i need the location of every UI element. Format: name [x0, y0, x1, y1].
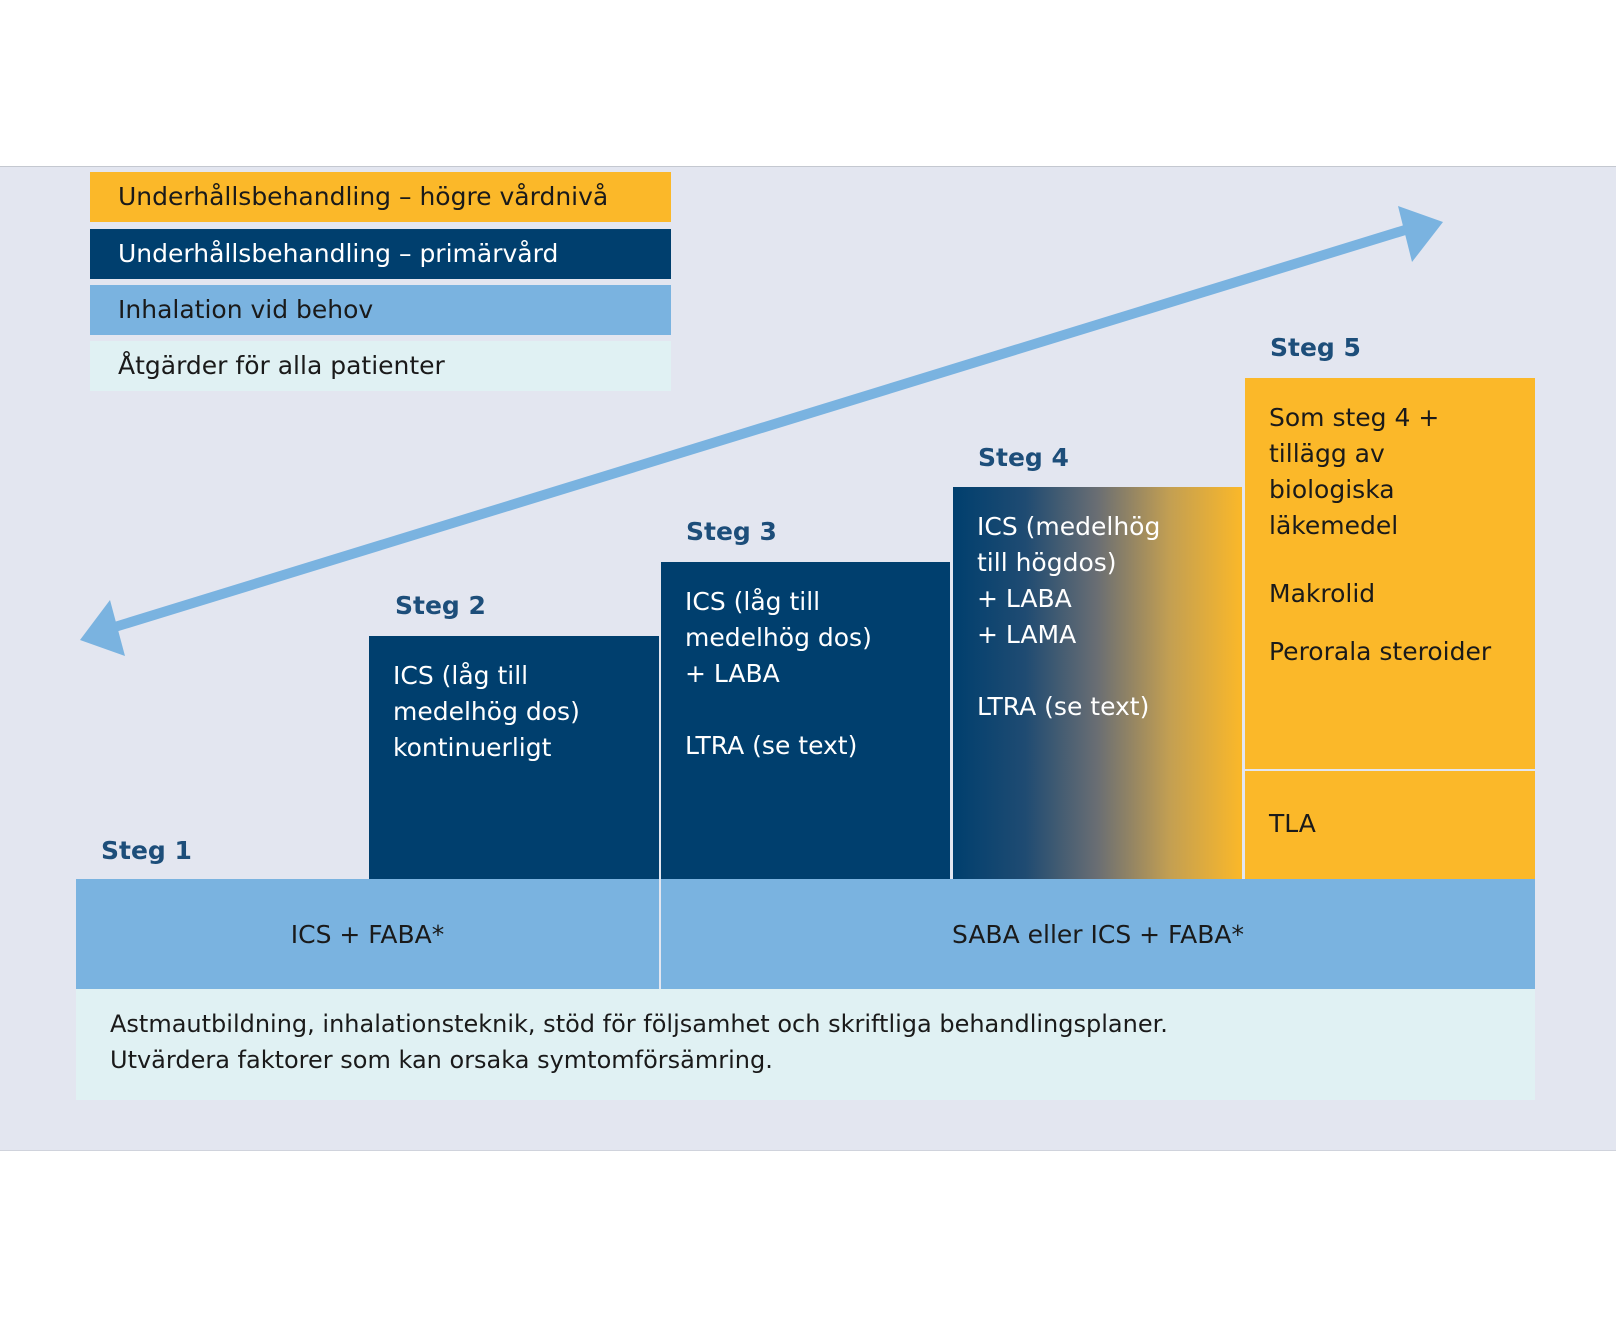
step-3-box: ICS (låg till medelhög dos) + LABA LTRA … — [661, 562, 950, 879]
legend-primary-care: Underhållsbehandling – primärvård — [90, 229, 671, 279]
step-2-box: ICS (låg till medelhög dos) kontinuerlig… — [369, 636, 659, 879]
reliever-right: SABA eller ICS + FABA* — [661, 879, 1535, 989]
step-5-steroids: Perorala steroider — [1269, 637, 1492, 666]
step-3-label: Steg 3 — [686, 517, 777, 546]
step-1-label: Steg 1 — [101, 836, 192, 865]
step-5-tla: TLA — [1245, 771, 1535, 879]
legend-inhalation: Inhalation vid behov — [90, 285, 671, 335]
step-5-text: Som steg 4 + tillägg av biologiska läkem… — [1269, 403, 1440, 540]
footer-box: Astmautbildning, inhalationsteknik, stöd… — [76, 989, 1535, 1100]
step-5-makrolid: Makrolid — [1269, 579, 1376, 608]
legend-all-patients: Åtgärder för alla patienter — [90, 341, 671, 391]
step-4-label: Steg 4 — [978, 443, 1069, 472]
footer-line-2: Utvärdera faktorer som kan orsaka symtom… — [110, 1046, 773, 1074]
footer-line-1: Astmautbildning, inhalationsteknik, stöd… — [110, 1010, 1168, 1038]
step-4-box: ICS (medelhög till högdos) + LABA + LAMA… — [953, 487, 1242, 879]
reliever-left: ICS + FABA* — [76, 879, 659, 989]
step-5-label: Steg 5 — [1270, 333, 1361, 362]
legend-higher-care: Underhållsbehandling – högre vårdnivå — [90, 172, 671, 222]
step-2-label: Steg 2 — [395, 591, 486, 620]
step-5-box: Som steg 4 + tillägg av biologiska läkem… — [1245, 378, 1535, 769]
